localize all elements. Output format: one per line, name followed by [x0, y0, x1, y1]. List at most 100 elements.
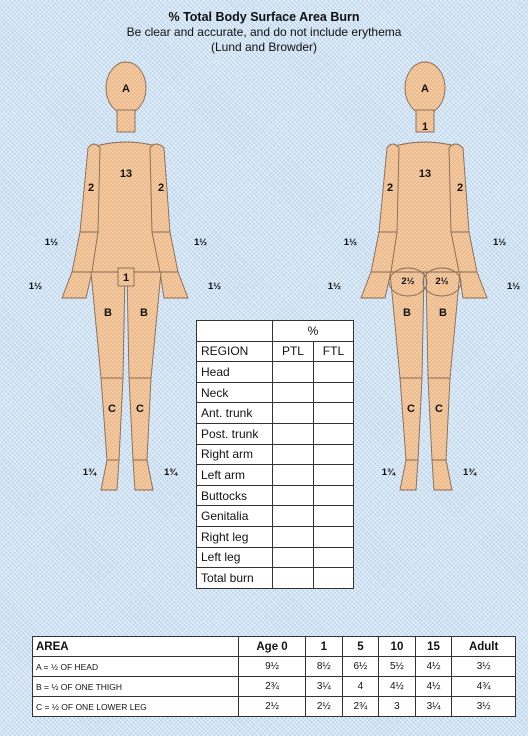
region-name: Right leg	[197, 526, 273, 547]
age-column-header: Age 0	[239, 637, 306, 657]
ptl-input-cell[interactable]	[273, 506, 314, 527]
anterior-head-label: A	[122, 83, 130, 95]
age-value: 2¾	[239, 677, 306, 697]
ftl-input-cell[interactable]	[313, 444, 353, 465]
region-column-header: REGION	[197, 341, 273, 362]
region-name: Left arm	[197, 465, 273, 486]
age-value: 9½	[239, 657, 306, 677]
posterior-neck-label: 1	[422, 121, 428, 133]
posterior-forearm-left-label: 1½	[344, 237, 357, 248]
age-area-table: AREAAge 0151015Adult A = ½ OF HEAD9½8½6½…	[32, 636, 516, 717]
anterior-foot-right-label: 1¾	[164, 467, 178, 478]
region-row: Total burn	[197, 568, 354, 589]
posterior-hand-left-label: 1½	[328, 281, 341, 292]
region-row: Left arm	[197, 465, 354, 486]
age-column-header: 1	[306, 637, 343, 657]
anterior-foot-left-label: 1¾	[83, 467, 97, 478]
anterior-thigh-right-label: B	[140, 307, 148, 319]
ftl-input-cell[interactable]	[313, 362, 353, 383]
age-column-header: 5	[342, 637, 379, 657]
ptl-input-cell[interactable]	[273, 382, 314, 403]
ptl-input-cell[interactable]	[273, 568, 314, 589]
ftl-input-cell[interactable]	[313, 568, 353, 589]
ptl-input-cell[interactable]	[273, 403, 314, 424]
posterior-foot-right-label: 1¾	[463, 467, 477, 478]
anterior-lower-leg-left-label: C	[108, 403, 116, 415]
area-name: B = ½ OF ONE THIGH	[33, 677, 239, 697]
region-row: Head	[197, 362, 354, 383]
anterior-forearm-right-label: 1½	[194, 237, 207, 248]
posterior-thigh-left-label: B	[403, 307, 411, 319]
age-value: 4½	[415, 677, 452, 697]
age-value: 6½	[342, 657, 379, 677]
region-row: Left leg	[197, 547, 354, 568]
region-row: Genitalia	[197, 506, 354, 527]
anterior-lower-leg-right-label: C	[136, 403, 144, 415]
percent-header: %	[273, 321, 354, 342]
ftl-input-cell[interactable]	[313, 526, 353, 547]
ptl-input-cell[interactable]	[273, 444, 314, 465]
age-column-header: Adult	[452, 637, 516, 657]
anterior-upper-arm-right-label: 2	[158, 182, 164, 194]
anterior-upper-arm-left-label: 2	[88, 182, 94, 194]
region-row: Post. trunk	[197, 423, 354, 444]
ftl-input-cell[interactable]	[313, 403, 353, 424]
ftl-input-cell[interactable]	[313, 485, 353, 506]
ftl-input-cell[interactable]	[313, 423, 353, 444]
posterior-buttock-left-label: 2½	[401, 276, 414, 287]
posterior-upper-arm-right-label: 2	[457, 182, 463, 194]
age-value: 2½	[239, 697, 306, 717]
region-name: Ant. trunk	[197, 403, 273, 424]
region-row: Buttocks	[197, 485, 354, 506]
anterior-forearm-left-label: 1½	[45, 237, 58, 248]
age-value: 8½	[306, 657, 343, 677]
anterior-genitalia-label: 1	[123, 272, 129, 284]
region-name: Head	[197, 362, 273, 383]
age-value: 3	[379, 697, 416, 717]
posterior-forearm-right-label: 1½	[493, 237, 506, 248]
posterior-thigh-right-label: B	[439, 307, 447, 319]
age-value: 4	[342, 677, 379, 697]
age-value: 4½	[379, 677, 416, 697]
region-name: Genitalia	[197, 506, 273, 527]
ftl-input-cell[interactable]	[313, 465, 353, 486]
posterior-lower-leg-right-label: C	[435, 403, 443, 415]
ptl-input-cell[interactable]	[273, 526, 314, 547]
region-burn-table: % REGION PTL FTL HeadNeckAnt. trunkPost.…	[196, 320, 354, 589]
ptl-input-cell[interactable]	[273, 423, 314, 444]
ftl-input-cell[interactable]	[313, 547, 353, 568]
posterior-trunk-label: 13	[419, 168, 431, 180]
area-name: A = ½ OF HEAD	[33, 657, 239, 677]
region-name: Buttocks	[197, 485, 273, 506]
ptl-input-cell[interactable]	[273, 547, 314, 568]
anterior-thigh-left-label: B	[104, 307, 112, 319]
area-column-header: AREA	[33, 637, 239, 657]
ptl-input-cell[interactable]	[273, 485, 314, 506]
anterior-hand-left-label: 1½	[29, 281, 42, 292]
posterior-lower-leg-left-label: C	[407, 403, 415, 415]
ftl-input-cell[interactable]	[313, 382, 353, 403]
posterior-head-label: A	[421, 83, 429, 95]
age-value: 3¼	[415, 697, 452, 717]
region-name: Neck	[197, 382, 273, 403]
anterior-trunk-label: 13	[120, 168, 132, 180]
posterior-upper-arm-left-label: 2	[387, 182, 393, 194]
age-value: 3½	[452, 697, 516, 717]
posterior-foot-left-label: 1¾	[382, 467, 396, 478]
ptl-input-cell[interactable]	[273, 362, 314, 383]
posterior-buttock-right-label: 2½	[435, 276, 448, 287]
region-name: Total burn	[197, 568, 273, 589]
age-value: 4¾	[452, 677, 516, 697]
age-value: 2½	[306, 697, 343, 717]
region-row: Ant. trunk	[197, 403, 354, 424]
ftl-input-cell[interactable]	[313, 506, 353, 527]
ptl-input-cell[interactable]	[273, 465, 314, 486]
region-row: Right leg	[197, 526, 354, 547]
age-value: 3½	[452, 657, 516, 677]
region-row: Right arm	[197, 444, 354, 465]
posterior-hand-right-label: 1½	[507, 281, 520, 292]
age-value: 4½	[415, 657, 452, 677]
